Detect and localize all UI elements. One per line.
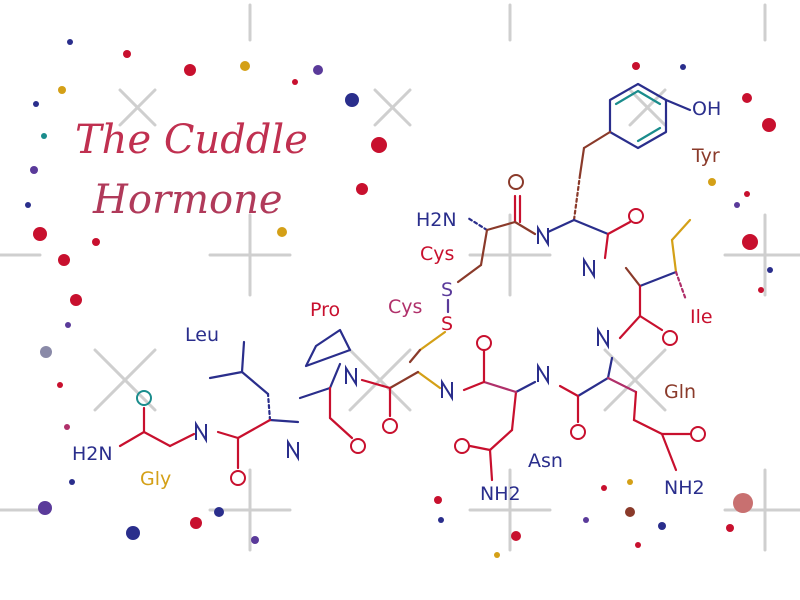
atom-labels: OH H2N S S H2N NH2 NH2 xyxy=(72,98,721,505)
atom-h2n-top: H2N xyxy=(416,209,457,231)
residue-gly: Gly xyxy=(140,468,171,490)
atom-s2: S xyxy=(441,313,453,335)
title-line-2: Hormone xyxy=(92,177,283,223)
atom-h2n-gly: H2N xyxy=(72,443,113,465)
residue-labels: Tyr Ile Gln Asn Cys Cys Pro Leu Gly xyxy=(140,145,720,490)
atom-nh2-gln: NH2 xyxy=(664,477,705,499)
oxygen-mark xyxy=(230,470,246,486)
oxygen-mark xyxy=(350,438,366,454)
atom-oh: OH xyxy=(692,98,721,120)
bonds xyxy=(118,82,692,482)
title: The Cuddle Hormone xyxy=(75,117,308,223)
oxygen-mark xyxy=(570,424,586,440)
oxygen-mark xyxy=(508,174,524,190)
heteroatom-marks xyxy=(136,174,706,486)
residue-leu: Leu xyxy=(185,324,219,346)
splatter-dots xyxy=(25,39,776,558)
nitrogen-mark xyxy=(195,224,609,462)
residue-cys-top: Cys xyxy=(420,243,454,265)
oxygen-mark xyxy=(136,390,152,406)
title-line-1: The Cuddle xyxy=(75,117,308,163)
residue-cys-mid: Cys xyxy=(388,296,422,318)
residue-ile: Ile xyxy=(690,306,713,328)
oxygen-mark xyxy=(628,208,644,224)
residue-pro: Pro xyxy=(310,299,340,321)
residue-gln: Gln xyxy=(664,381,696,403)
oxygen-mark xyxy=(382,418,398,434)
watermark-crosses xyxy=(0,3,800,552)
atom-s1: S xyxy=(441,279,453,301)
oxygen-mark xyxy=(476,335,492,351)
residue-asn: Asn xyxy=(528,450,563,472)
atom-nh2-asn: NH2 xyxy=(480,483,521,505)
oxygen-mark xyxy=(454,438,470,454)
oxygen-mark xyxy=(662,330,678,346)
oxygen-mark xyxy=(690,426,706,442)
residue-tyr: Tyr xyxy=(691,145,720,167)
